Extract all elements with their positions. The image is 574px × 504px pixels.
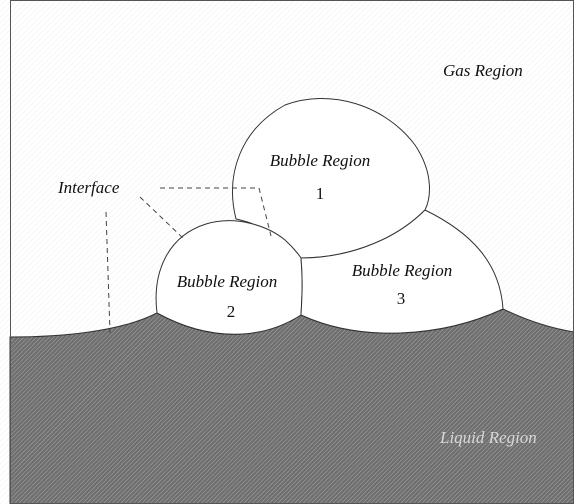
bubble-3-title: Bubble Region <box>352 261 453 280</box>
interface-leader-lines <box>105 187 272 334</box>
interface-label: Interface <box>57 178 120 197</box>
bubble-2-title: Bubble Region <box>177 272 278 291</box>
interface-leader-to-liquid <box>105 211 111 334</box>
bubble-3-outline <box>300 209 504 334</box>
interface-leader-to-bubble2 <box>139 196 186 241</box>
liquid-region-label: Liquid Region <box>439 428 537 447</box>
bubble-1-title: Bubble Region <box>270 151 371 170</box>
bubble-1-number: 1 <box>316 184 325 203</box>
bubble-2-outline <box>155 220 303 335</box>
bubble-3-number: 3 <box>397 289 406 308</box>
bubble-2-number: 2 <box>227 302 236 321</box>
gas-region-label: Gas Region <box>443 61 523 80</box>
liquid-region-area <box>9 308 574 504</box>
